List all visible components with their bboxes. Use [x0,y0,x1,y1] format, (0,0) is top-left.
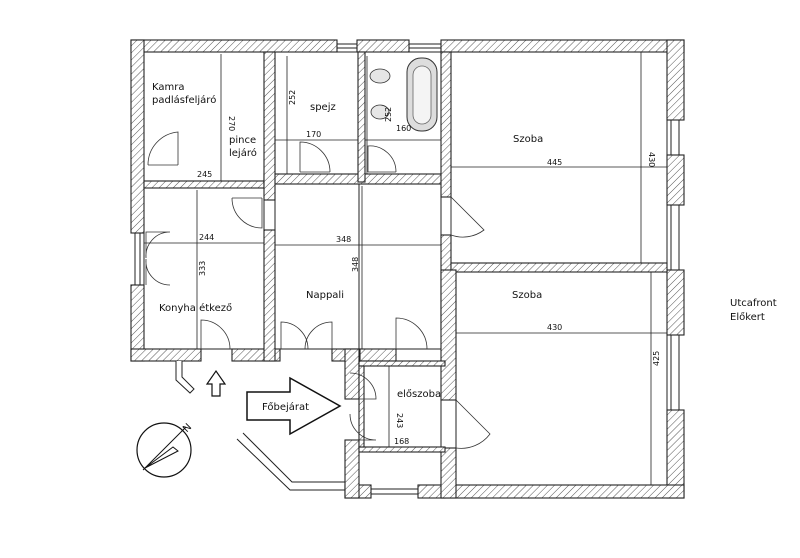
dim-170: 170 [306,130,321,139]
room-label-konyha: Konyha étkező [159,302,232,314]
dim-425: 425 [652,351,661,366]
drainpipe-icon [175,361,195,394]
dim-244: 244 [199,233,214,242]
entrance-markers: Főbejárat [175,361,345,491]
dimension-labels: 270 252 170 252 160 245 445 430 244 333 … [197,90,661,446]
dim-243: 243 [395,413,404,428]
inner-walls [143,51,668,499]
dim-245: 245 [197,170,212,179]
dim-348-v: 348 [351,257,360,272]
room-label-kamra-sub: padlásfeljáró [152,94,216,106]
street-labels: Utcafront Előkert [730,298,777,323]
room-labels: Kamra padlásfeljáró pince lejáró spejz S… [152,82,543,400]
doors [145,131,491,449]
dim-333: 333 [198,261,207,276]
sink-icon [370,104,390,120]
room-label-pince: pince [229,135,256,146]
dimension-lines [144,52,667,485]
room-outlines [143,51,668,486]
dim-160: 160 [396,124,411,133]
north-label: N [181,422,194,435]
room-label-szoba-bottom: Szoba [512,290,542,301]
entrance-arrow-icon [246,376,342,436]
dim-348-h: 348 [336,235,351,244]
dim-252-spejz: 252 [288,90,297,105]
side-entrance-arrow-icon [205,369,227,397]
room-label-spejz: spejz [310,102,336,113]
bathroom-fixtures [369,57,438,132]
room-label-nappali: Nappali [306,290,344,301]
front-garden-label: Előkert [730,311,765,323]
toilet-icon [369,68,391,84]
street-front-label: Utcafront [730,298,777,309]
room-label-pince-sub: lejáró [229,147,257,159]
compass-icon: N [136,422,194,478]
dim-430-top: 430 [647,152,656,167]
room-label-szoba-top: Szoba [513,134,543,145]
entrance-label: Főbejárat [262,401,309,413]
dim-252-bath: 252 [384,107,393,122]
dim-430-bottom: 430 [547,323,562,332]
dim-270: 270 [227,116,236,131]
room-label-eloszoba: előszoba [397,388,441,400]
room-label-kamra: Kamra [152,82,185,93]
dim-168: 168 [394,437,409,446]
windows [134,43,680,495]
dim-445: 445 [547,158,562,167]
